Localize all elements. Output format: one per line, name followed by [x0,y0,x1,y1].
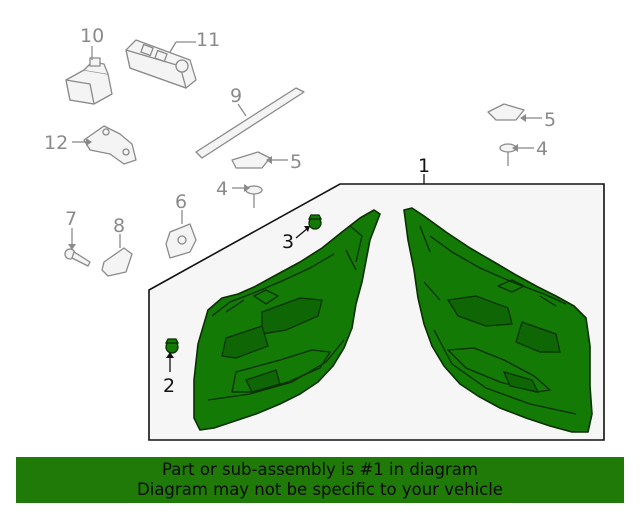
part-4-screw-mid[interactable] [232,184,263,208]
callout-5-upper: 5 [544,109,556,131]
part-12-bracket[interactable] [72,125,137,165]
part-11-window-switch[interactable] [125,39,197,89]
callout-2: 2 [163,375,175,397]
part-5-pad-lower[interactable] [231,151,288,169]
callout-4-right: 4 [536,138,548,160]
callout-1: 1 [418,155,430,177]
clip-fastener-2[interactable] [164,338,180,354]
banner-line-2: Diagram may not be specific to your vehi… [137,480,503,499]
part-4-screw-right[interactable] [499,143,534,166]
part-5-pad-upper[interactable] [487,103,542,122]
callout-3: 3 [282,231,294,253]
callout-12: 12 [44,132,68,154]
left-door-trim-panel[interactable] [193,209,381,431]
part-7-bolt[interactable] [64,228,91,267]
part-9-weatherstrip[interactable] [195,87,305,159]
banner-line-1: Part or sub-assembly is #1 in diagram [162,460,478,479]
callout-8: 8 [113,215,125,237]
info-banner: Part or sub-assembly is #1 in diagram Di… [16,457,624,503]
callout-11: 11 [196,29,220,51]
part-6-bracket[interactable] [165,210,197,259]
callout-5-lower: 5 [290,151,302,173]
part-10-switch[interactable] [65,46,113,105]
callout-7: 7 [65,208,77,230]
clip-fastener-3[interactable] [307,214,323,230]
callout-9: 9 [230,85,242,107]
parts-diagram: 1 2 3 4 4 5 5 6 7 8 9 10 11 12 [44,25,605,441]
part-8-cover[interactable] [101,234,133,277]
callout-6: 6 [175,191,187,213]
callout-10: 10 [80,25,104,47]
callout-4-mid: 4 [216,178,228,200]
right-door-trim-panel[interactable] [403,207,593,433]
